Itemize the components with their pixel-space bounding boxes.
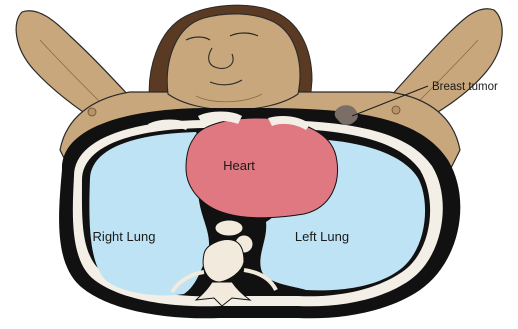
left-lung-label: Left Lung	[295, 229, 349, 244]
esophagus	[215, 220, 243, 236]
breast-tumor-label: Breast tumor	[432, 81, 498, 93]
right-nipple	[88, 108, 96, 116]
left-nipple	[392, 106, 400, 114]
heart	[186, 118, 338, 218]
heart-label: Heart	[223, 158, 255, 173]
face	[167, 14, 300, 110]
right-lung-label: Right Lung	[93, 229, 156, 244]
